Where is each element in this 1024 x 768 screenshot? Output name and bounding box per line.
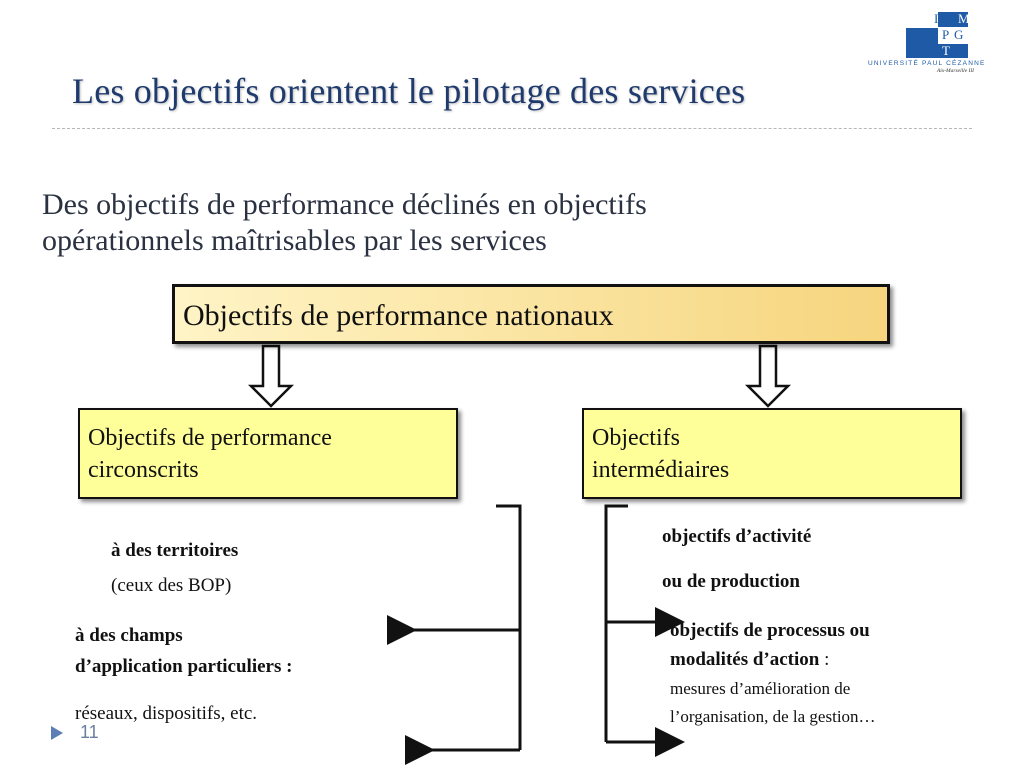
right-item-processus-detail-2: l’organisation, de la gestion… xyxy=(670,707,876,726)
logo-letter-i: I xyxy=(934,11,938,26)
right-item-processus-bold: modalités d’action xyxy=(670,649,820,670)
page-number: 11 xyxy=(80,722,99,742)
subtitle-line-2: opérationnels maîtrisables par les servi… xyxy=(42,224,547,257)
right-bracket xyxy=(604,504,628,742)
left-item-champs-line-2: d’application particuliers : xyxy=(75,656,293,677)
left-item-champs-line-1: à des champs xyxy=(75,625,183,646)
right-item-processus-colon: : xyxy=(819,649,830,670)
right-item-activite-line-1: objectifs d’activité xyxy=(662,526,812,547)
logo-university: UNIVERSITÉ PAUL CÉZANNE xyxy=(868,58,986,67)
right-item-processus-line-2: modalités d’action : xyxy=(670,648,829,672)
down-arrow-left xyxy=(247,344,295,408)
box-intermediaires-line-1: Objectifs xyxy=(592,425,680,451)
left-item-territoires-detail: (ceux des BOP) xyxy=(111,575,232,596)
left-item-champs-detail: réseaux, dispositifs, etc. xyxy=(75,703,258,724)
logo-square-left xyxy=(906,28,938,58)
impgt-logo: I M P G T UNIVERSITÉ PAUL CÉZANNE Aix-Ma… xyxy=(868,11,986,74)
box-circonscrits-line-1: Objectifs de performance xyxy=(88,425,332,451)
left-item-territoires: à des territoires xyxy=(111,540,239,561)
logo-letter-t: T xyxy=(942,43,950,58)
down-arrow-right xyxy=(744,344,792,408)
right-item-processus-detail-1: mesures d’amélioration de xyxy=(670,679,851,698)
slide-title: Les objectifs orientent le pilotage des … xyxy=(72,71,746,111)
logo-square-bottom xyxy=(938,44,968,58)
box-objectifs-circonscrits: Objectifs de performance circonscrits xyxy=(78,408,458,499)
logo-letter-g: G xyxy=(954,27,963,42)
box-circonscrits-line-2: circonscrits xyxy=(88,457,199,483)
slide-subtitle: Des objectifs de performance déclinés en… xyxy=(42,187,647,259)
box-objectifs-intermediaires: Objectifs intermédiaires xyxy=(582,408,962,499)
logo-letter-m: M xyxy=(958,11,970,26)
right-item-activite-line-2: ou de production xyxy=(662,571,800,592)
box-objectifs-nationaux: Objectifs de performance nationaux xyxy=(172,284,890,344)
logo-square-top xyxy=(938,12,968,27)
logo-letter-p: P xyxy=(942,27,949,42)
right-item-processus-line-1: objectifs de processus ou xyxy=(670,620,870,641)
title-divider xyxy=(52,128,972,129)
logo-city: Aix-Marseille III xyxy=(936,68,975,74)
box-objectifs-nationaux-label: Objectifs de performance nationaux xyxy=(183,299,614,332)
subtitle-line-1: Des objectifs de performance déclinés en… xyxy=(42,188,647,221)
box-intermediaires-line-2: intermédiaires xyxy=(592,457,730,483)
left-bracket xyxy=(496,504,522,750)
play-triangle-icon xyxy=(51,726,63,740)
